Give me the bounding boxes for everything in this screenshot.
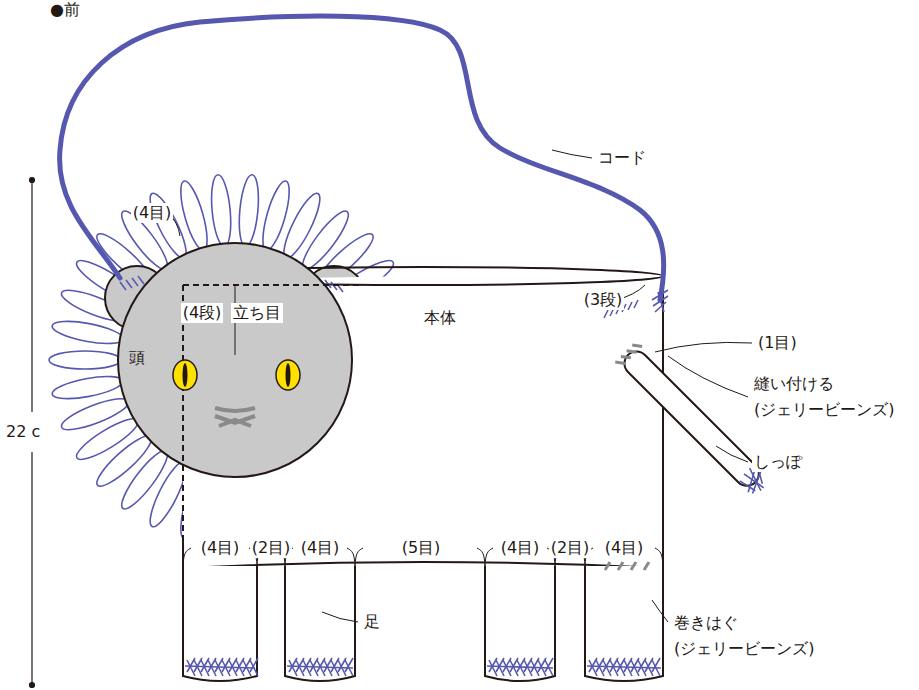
cord	[60, 16, 664, 300]
tail	[615, 341, 773, 499]
stitch-count: (4目)	[499, 538, 542, 557]
part-name: 本体	[424, 308, 456, 327]
part-name: 頭	[129, 348, 145, 367]
stitch-count: (4目)	[299, 538, 342, 557]
part-label: しっぽ	[752, 452, 804, 471]
stitch-count: (4目)	[131, 203, 174, 222]
stitch-count: (4目)	[603, 538, 646, 557]
dimension: 22 c	[4, 422, 42, 441]
stitch-note: 立ち目	[231, 303, 283, 322]
head-drawing	[117, 242, 353, 478]
stitch-count: (2目)	[250, 538, 293, 557]
part-label: コード	[596, 148, 648, 167]
stitch-count: (4目)	[199, 538, 242, 557]
stitch-count: (5目)	[400, 538, 443, 557]
legs	[183, 566, 663, 681]
sewing-note: 縫い付ける (ジェリービーンズ)	[752, 371, 896, 424]
stitch-count: (2目)	[549, 538, 592, 557]
row-count: (4段)	[181, 303, 224, 322]
leg-fringe	[185, 658, 661, 676]
stitch-count: (1目)	[756, 333, 799, 352]
head-circle: 頭	[117, 242, 353, 478]
body-outline	[183, 267, 663, 568]
seam-stitches	[605, 562, 649, 570]
view-label: ●前	[48, 0, 82, 19]
row-count: (3段)	[582, 290, 625, 309]
part-label: 足	[362, 612, 382, 631]
seam-note: 巻きはぐ (ジェリービーンズ)	[672, 610, 816, 663]
